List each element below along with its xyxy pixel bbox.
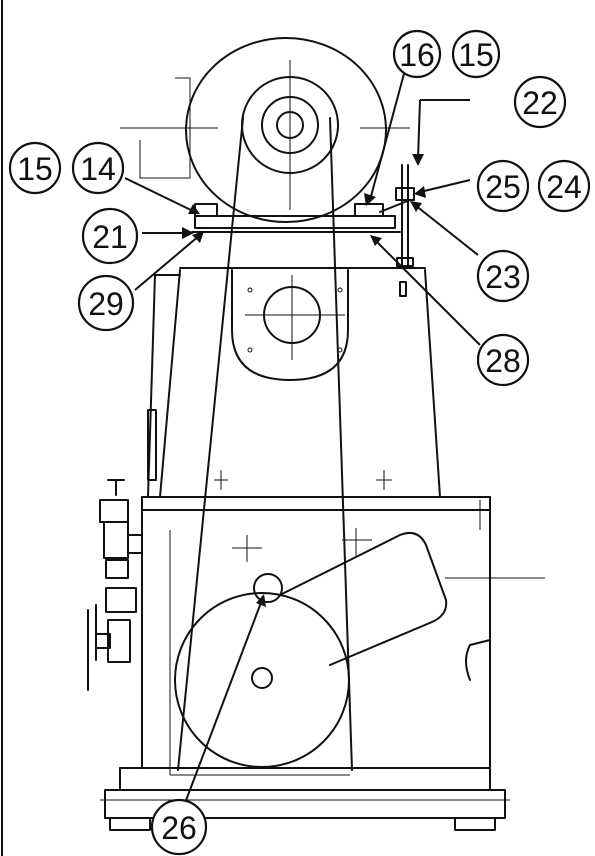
callout-14-label: 14 — [80, 151, 116, 187]
motor-base-plate — [191, 203, 401, 233]
callout-15-left: 15 — [8, 141, 62, 195]
callout-29: 29 — [77, 274, 135, 332]
callout-25: 25 — [476, 159, 530, 213]
callout-16: 16 — [392, 29, 442, 79]
upper-housing — [147, 267, 441, 498]
callout-14: 14 — [71, 141, 125, 195]
callout-23-label: 23 — [485, 259, 521, 295]
callout-21-label: 21 — [92, 219, 128, 255]
callout-24-label: 24 — [546, 169, 582, 205]
shaft-end-26 — [253, 573, 283, 603]
callout-15-left-label: 15 — [17, 151, 53, 187]
callout-22: 22 — [513, 75, 567, 129]
callout-16-label: 16 — [399, 37, 435, 73]
callout-26: 26 — [150, 798, 208, 856]
callout-24: 24 — [537, 159, 591, 213]
callout-23: 23 — [476, 249, 530, 303]
callout-28: 28 — [476, 333, 530, 387]
callout-15-top: 15 — [451, 29, 501, 79]
callout-28-label: 28 — [485, 343, 521, 379]
callout-21: 21 — [81, 207, 139, 265]
lower-housing — [141, 496, 491, 776]
valve-assembly — [87, 479, 143, 691]
adjusting-bolt — [379, 164, 415, 297]
callout-26-label: 26 — [161, 810, 197, 846]
leader-lines — [124, 69, 481, 804]
callout-29-label: 29 — [88, 286, 124, 322]
center-marks — [214, 470, 392, 562]
callout-22-label: 22 — [522, 85, 558, 121]
crank-arm — [279, 532, 545, 666]
motor-pulley — [120, 37, 410, 223]
callout-25-label: 25 — [485, 169, 521, 205]
drive-belt — [177, 117, 353, 771]
callout-15-top-label: 15 — [458, 37, 494, 73]
